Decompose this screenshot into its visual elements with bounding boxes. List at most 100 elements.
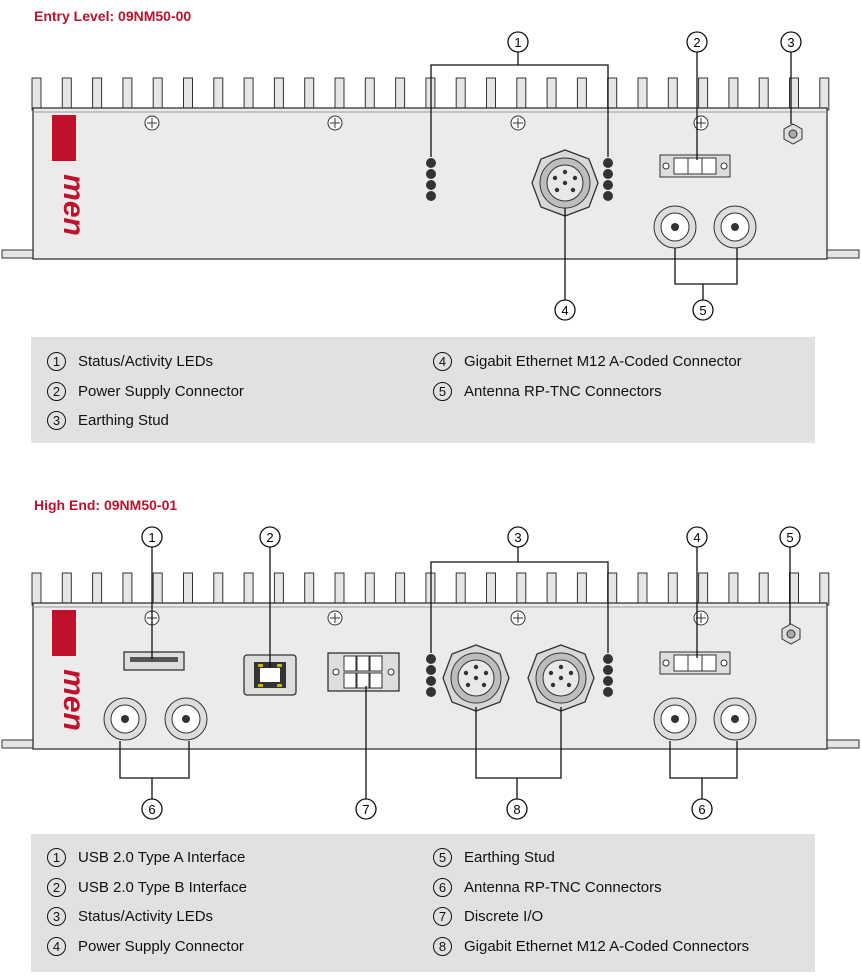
- entry-level-diagram: men 1 2 3 4 5: [1, 31, 860, 321]
- heatsink-fin: [758, 77, 769, 111]
- heatsink-fin: [334, 572, 345, 606]
- heatsink-fin: [667, 572, 678, 606]
- usb-type-b-icon: [243, 654, 297, 696]
- heatsink-fin: [304, 77, 315, 111]
- high-end-diagram: men: [1, 526, 860, 820]
- callout-3: 3: [507, 526, 529, 548]
- heatsink-fin: [607, 572, 618, 606]
- status-led-icon: [426, 158, 436, 201]
- heatsink-fin: [546, 572, 557, 606]
- high-end-title: High End: 09NM50-01: [34, 497, 178, 513]
- heatsink-fin: [698, 572, 709, 606]
- heatsink-fin: [637, 77, 648, 111]
- heatsink-fin: [728, 572, 739, 606]
- callout-1: 1: [507, 31, 529, 53]
- right-mounting-flange: [825, 249, 860, 259]
- heatsink-fin: [395, 572, 406, 606]
- callout-4: 4: [554, 299, 576, 321]
- heatsink-fin: [183, 572, 193, 606]
- status-led-icon: [603, 158, 613, 201]
- antenna-connector-icon: [103, 697, 147, 741]
- discrete-io-connector-icon: [327, 652, 400, 692]
- heatsink-fin: [576, 572, 587, 606]
- svg-text:1: 1: [514, 35, 521, 50]
- left-mounting-flange: [1, 739, 35, 749]
- heatsink-fin: [273, 572, 284, 606]
- svg-text:4: 4: [561, 303, 568, 318]
- power-connector-icon: [659, 154, 731, 178]
- heatsink-fin: [364, 77, 375, 111]
- callout-leader-lines: [430, 52, 792, 300]
- heatsink-fin: [273, 77, 284, 111]
- antenna-connector-icon: [653, 697, 697, 741]
- heatsink-fin: [31, 77, 42, 111]
- earthing-stud-icon: [781, 623, 801, 645]
- status-led-icon: [603, 654, 613, 697]
- callout-2: 2: [686, 31, 708, 53]
- svg-text:3: 3: [514, 530, 521, 545]
- heatsink-fin: [576, 77, 587, 111]
- svg-text:5: 5: [786, 530, 793, 545]
- heatsink-fin: [455, 572, 466, 606]
- heatsink-fin: [213, 77, 224, 111]
- heatsink-fin: [31, 572, 42, 606]
- heatsink-fin: [819, 77, 830, 111]
- heatsink-fin: [61, 572, 72, 606]
- right-mounting-flange: [825, 739, 860, 749]
- heatsink-fin: [758, 572, 769, 606]
- heatsink-fin: [122, 77, 133, 111]
- antenna-connector-icon: [653, 205, 697, 249]
- heatsink-fin: [819, 572, 830, 606]
- high-fins: [31, 572, 830, 606]
- svg-text:6: 6: [148, 802, 155, 817]
- logo-wordmark: men: [57, 174, 90, 236]
- screw-icon: [327, 115, 343, 131]
- svg-text:2: 2: [266, 530, 273, 545]
- men-logo: men: [52, 610, 90, 731]
- heatsink-fin: [667, 77, 678, 111]
- heatsink-fin: [152, 77, 163, 111]
- callout-4: 4: [686, 526, 708, 548]
- screw-icon: [693, 610, 709, 626]
- antenna-connector-icon: [713, 697, 757, 741]
- antenna-connector-icon: [164, 697, 208, 741]
- svg-text:3: 3: [787, 35, 794, 50]
- heatsink-fin: [789, 572, 799, 606]
- svg-text:4: 4: [693, 530, 700, 545]
- status-led-icon: [426, 654, 436, 697]
- svg-text:5: 5: [699, 303, 706, 318]
- svg-text:2: 2: [693, 35, 700, 50]
- callout-6-right: 6: [691, 798, 713, 820]
- callout-5: 5: [692, 299, 714, 321]
- heatsink-fin: [728, 77, 739, 111]
- entry-fins: [31, 77, 830, 111]
- entry-level-title: Entry Level: 09NM50-00: [34, 8, 192, 24]
- heatsink-fin: [92, 572, 103, 606]
- heatsink-fin: [516, 572, 527, 606]
- heatsink-fin: [152, 572, 163, 606]
- heatsink-fin: [395, 77, 406, 111]
- heatsink-fin: [243, 77, 254, 111]
- heatsink-fin: [122, 572, 133, 606]
- callout-2: 2: [259, 526, 281, 548]
- heatsink-fin: [213, 572, 224, 606]
- logo-wordmark: men: [57, 669, 90, 731]
- callout-1: 1: [141, 526, 163, 548]
- screw-icon: [693, 115, 709, 131]
- m12-connector-icon: [442, 644, 510, 712]
- callout-8: 8: [506, 798, 528, 820]
- m12-connector-icon: [531, 149, 599, 217]
- heatsink-fin: [334, 77, 345, 111]
